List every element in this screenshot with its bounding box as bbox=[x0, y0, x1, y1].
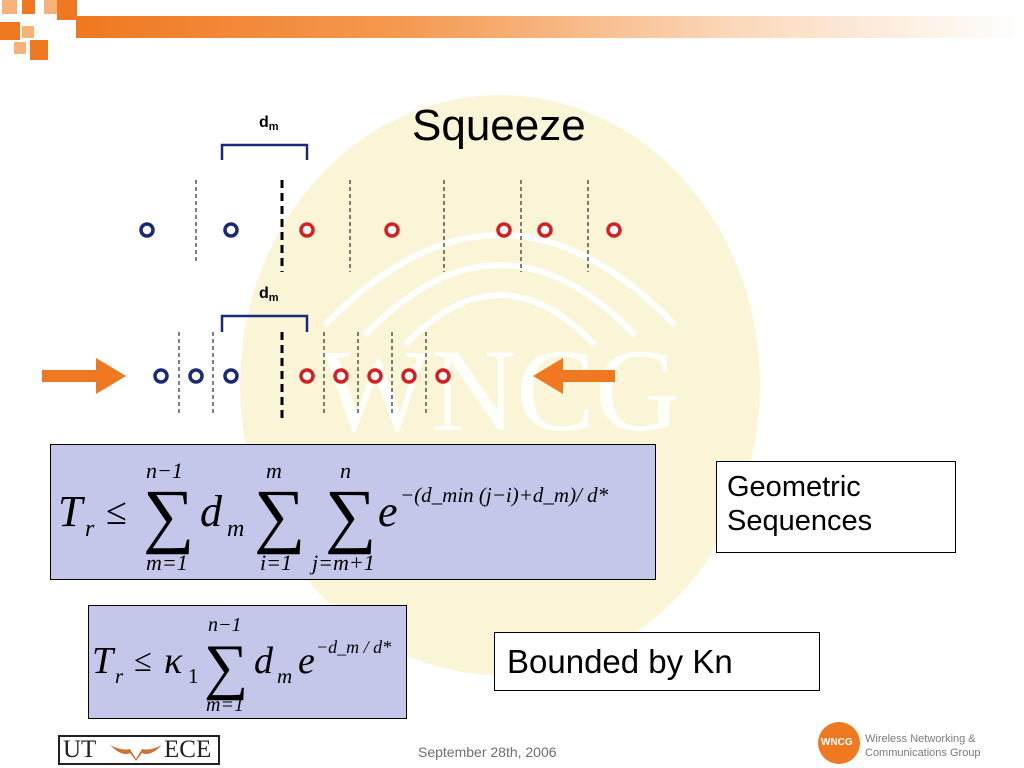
ece-text: ECE bbox=[164, 736, 212, 763]
formula1-T: T bbox=[58, 487, 86, 536]
dm-sub: m bbox=[268, 292, 279, 304]
formula-box-2 bbox=[88, 605, 407, 719]
wncg-logo-badge: WNCG bbox=[818, 722, 860, 764]
dm-main: d bbox=[259, 285, 269, 302]
slide-title: Squeeze bbox=[412, 101, 586, 150]
orange-square bbox=[57, 0, 77, 20]
formula1-d-sub: m bbox=[227, 516, 244, 542]
longhorn-icon bbox=[110, 745, 162, 761]
wncg-name: Wireless Networking & Communications Gro… bbox=[865, 732, 981, 760]
node-red bbox=[496, 222, 512, 238]
formula2-d-sub: m bbox=[277, 664, 292, 688]
callout-geometric-sequences: Geometric Sequences bbox=[716, 461, 956, 553]
node-red bbox=[537, 222, 553, 238]
orange-square bbox=[0, 22, 20, 40]
sum-icon: ∑ bbox=[325, 475, 376, 555]
node-red bbox=[606, 222, 622, 238]
node-red bbox=[384, 222, 400, 238]
node-blue bbox=[223, 222, 239, 238]
node-red bbox=[299, 368, 315, 384]
sum-icon: ∑ bbox=[204, 633, 248, 701]
formula1-sum3-bot: j=m+1 bbox=[309, 550, 375, 575]
formula-1: T r ≤ ∑ n−1 m=1 d m ∑ m i=1 ∑ n j=m+1 e … bbox=[58, 458, 609, 575]
wncg-line1: Wireless Networking & bbox=[865, 733, 976, 745]
node-red bbox=[333, 368, 349, 384]
ut-text: UT bbox=[63, 736, 97, 763]
formula1-sum2-top: m bbox=[266, 458, 282, 483]
arrow-right-icon bbox=[42, 358, 126, 394]
dm-label-bottom: dm bbox=[259, 285, 279, 304]
formula2-sum-bot: m=1 bbox=[206, 694, 244, 716]
dm-main: d bbox=[259, 114, 269, 131]
sum-icon: ∑ bbox=[254, 475, 305, 555]
node-blue bbox=[188, 368, 204, 384]
formula2-T: T bbox=[92, 640, 116, 682]
wncg-badge-text: WNCG bbox=[821, 737, 853, 748]
orange-square bbox=[2, 0, 17, 14]
formula2-kappa-sub: 1 bbox=[188, 664, 199, 688]
formula2-e: e bbox=[298, 640, 315, 682]
dm-label-top: dm bbox=[259, 114, 279, 133]
formula2-sum-top: n−1 bbox=[208, 614, 242, 636]
orange-square bbox=[22, 0, 35, 14]
formula-2: T r ≤ κ 1 ∑ n−1 m=1 d m e −d_m / d* bbox=[92, 614, 391, 716]
formula1-sum1-top: n−1 bbox=[146, 458, 183, 483]
formula2-leq: ≤ bbox=[134, 642, 152, 678]
formula2-T-sub: r bbox=[115, 664, 124, 688]
node-blue bbox=[153, 368, 169, 384]
watermark-text: WNCG bbox=[320, 325, 681, 456]
ut-ece-logo: UT ECE bbox=[58, 735, 220, 765]
dm-bracket-top bbox=[220, 143, 309, 160]
formula2-d: d bbox=[254, 640, 274, 682]
callout-bounded-by-kn: Bounded by Kn bbox=[494, 632, 820, 691]
orange-square bbox=[22, 26, 34, 38]
formula1-exponent: −(d_min (j−i)+d_m)/ d* bbox=[400, 483, 609, 507]
formula1-sum3-top: n bbox=[340, 458, 351, 483]
node-blue bbox=[223, 368, 239, 384]
formula1-d: d bbox=[200, 487, 223, 536]
formula2-exponent: −d_m / d* bbox=[316, 637, 391, 657]
orange-square bbox=[14, 42, 26, 54]
node-red bbox=[299, 222, 315, 238]
header-decoration bbox=[0, 0, 1024, 60]
node-red bbox=[367, 368, 383, 384]
orange-square bbox=[30, 40, 48, 60]
orange-square bbox=[44, 0, 59, 14]
node-red bbox=[435, 368, 451, 384]
formula1-sum2-bot: i=1 bbox=[260, 550, 292, 575]
footer-date: September 28th, 2006 bbox=[418, 744, 557, 760]
arrow-left-icon bbox=[533, 358, 615, 394]
formula-box-1 bbox=[50, 444, 656, 580]
sum-icon: ∑ bbox=[143, 475, 194, 555]
formula2-kappa: κ bbox=[164, 640, 183, 682]
header-gradient-bar bbox=[76, 16, 1024, 38]
wncg-line2: Communications Group bbox=[865, 747, 981, 760]
dm-bracket-bottom bbox=[220, 314, 309, 332]
node-blue bbox=[139, 222, 155, 238]
formula1-leq: ≤ bbox=[106, 491, 127, 533]
squeeze-diagram bbox=[42, 143, 622, 418]
formula1-T-sub: r bbox=[85, 516, 95, 542]
formula1-e: e bbox=[378, 487, 398, 536]
node-red bbox=[401, 368, 417, 384]
dm-sub: m bbox=[268, 121, 279, 133]
formula1-sum1-bot: m=1 bbox=[146, 550, 188, 575]
